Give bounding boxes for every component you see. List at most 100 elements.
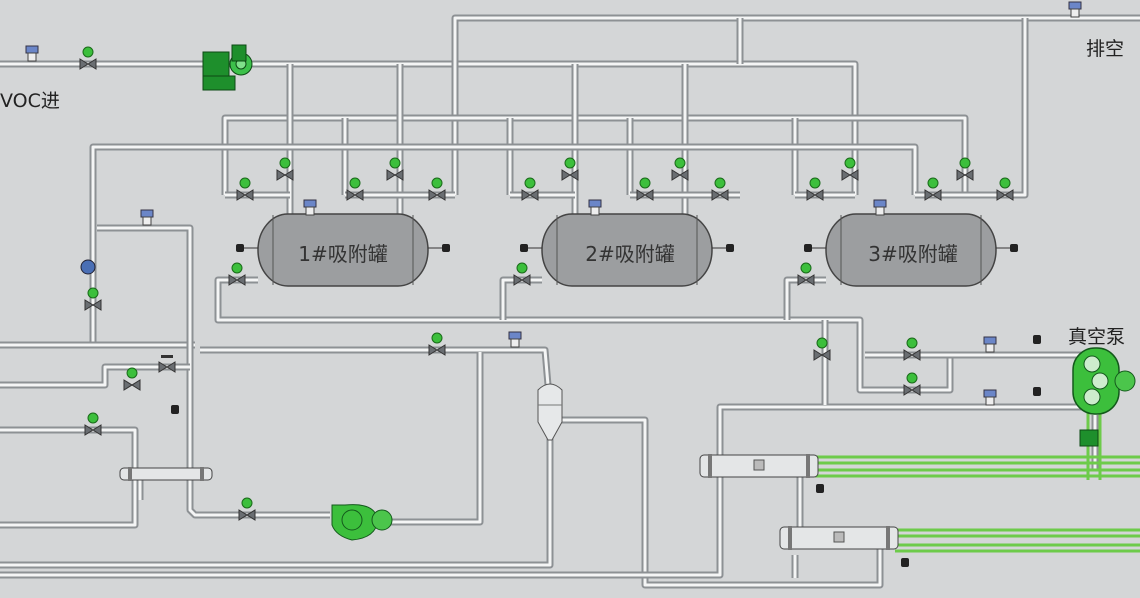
valve[interactable]	[428, 177, 446, 201]
pipe-highlight	[453, 16, 1140, 195]
pressure-transmitter	[588, 199, 602, 216]
valve-status-indicator	[674, 157, 686, 169]
valve[interactable]	[671, 157, 689, 181]
rotor-lobe	[1083, 355, 1101, 373]
pipe-segment	[783, 276, 826, 320]
pipe-segment	[390, 352, 484, 526]
motor-body	[202, 51, 230, 77]
temperature-sensor	[816, 484, 824, 493]
valve-body-icon	[841, 169, 859, 181]
valve[interactable]	[806, 177, 824, 201]
valve[interactable]	[513, 262, 531, 286]
valve-body-icon	[123, 379, 141, 391]
separator-body	[537, 383, 563, 441]
valve[interactable]	[521, 177, 539, 201]
transmitter-head-icon	[983, 336, 997, 345]
tank-2-label: 2#吸附罐	[585, 242, 675, 266]
valve[interactable]	[238, 497, 256, 521]
vent-label: 排空	[1086, 38, 1125, 60]
transmitter-body	[590, 206, 600, 216]
pipe-highlight	[560, 418, 882, 587]
valve[interactable]	[996, 177, 1014, 201]
pipe-segment	[499, 276, 542, 320]
transmitter-body	[985, 343, 995, 353]
valve[interactable]	[276, 157, 294, 181]
motor-fan-cover	[231, 44, 247, 62]
valve[interactable]	[84, 412, 102, 436]
heat-exchanger-1[interactable]	[119, 467, 213, 481]
temperature-sensor-icon	[1010, 244, 1018, 252]
vacuum-pump-label: 真空泵	[1068, 326, 1126, 348]
valve-body-icon	[238, 509, 256, 521]
transmitter-body	[142, 216, 152, 226]
exchanger-flange	[128, 467, 132, 481]
valve-status-indicator	[431, 332, 443, 344]
heat-exchanger-3[interactable]	[779, 526, 899, 550]
transmitter-head-icon	[873, 199, 887, 208]
pressure-transmitter	[983, 336, 997, 353]
adsorption-tank-3[interactable]	[804, 213, 1018, 287]
transmitter-head-icon	[983, 389, 997, 398]
exchanger-flange	[886, 526, 890, 550]
valve[interactable]	[797, 262, 815, 286]
pipe-outline	[0, 426, 139, 529]
valve-body-icon	[903, 384, 921, 396]
valve[interactable]	[228, 262, 246, 286]
valve-body-icon	[386, 169, 404, 181]
valve[interactable]	[79, 46, 97, 70]
voc-inlet-fan[interactable]	[202, 44, 253, 91]
adsorption-tank-2[interactable]	[520, 213, 734, 287]
valve[interactable]	[84, 287, 102, 311]
valve-body-icon	[711, 189, 729, 201]
valve[interactable]	[813, 337, 831, 361]
transmitter-body	[305, 206, 315, 216]
valve-body-icon	[521, 189, 539, 201]
pressure-transmitter	[140, 209, 154, 226]
valve-status-indicator	[87, 412, 99, 424]
pipe-segment	[560, 416, 884, 589]
valve-body-icon	[996, 189, 1014, 201]
separator-vessel[interactable]	[537, 383, 563, 441]
pipe-highlight	[718, 405, 1090, 455]
pipe-segment	[0, 363, 190, 389]
pipe-outline	[716, 403, 1090, 455]
temperature-sensor-icon	[804, 244, 812, 252]
valve-body-icon	[956, 169, 974, 181]
heat-exchanger-2[interactable]	[699, 454, 819, 478]
valve[interactable]	[711, 177, 729, 201]
pipe-network	[0, 14, 1140, 589]
temperature-sensor-icon	[901, 558, 909, 567]
valve[interactable]	[386, 157, 404, 181]
valve[interactable]	[158, 355, 176, 373]
valve[interactable]	[236, 177, 254, 201]
valve-body-icon	[428, 189, 446, 201]
valve[interactable]	[841, 157, 859, 181]
pipe-outline	[499, 276, 542, 320]
valve[interactable]	[636, 177, 654, 201]
pipe-segment	[221, 114, 969, 195]
valve[interactable]	[903, 337, 921, 361]
exchanger-flange	[200, 467, 204, 481]
pipe-highlight	[0, 435, 552, 567]
valve-status-indicator	[126, 367, 138, 379]
valve-status-indicator	[906, 337, 918, 349]
pipe-segment	[200, 346, 552, 386]
valve[interactable]	[428, 332, 446, 356]
valve-status-indicator	[959, 157, 971, 169]
vacuum-pump[interactable]	[1072, 347, 1136, 447]
tank-body	[541, 213, 713, 287]
valve[interactable]	[123, 367, 141, 391]
valve[interactable]	[924, 177, 942, 201]
valve-status-indicator	[389, 157, 401, 169]
valve[interactable]	[561, 157, 579, 181]
blower[interactable]	[331, 504, 393, 541]
pipe-segment	[451, 14, 1140, 195]
voc-inlet-label: VOC进	[0, 90, 60, 112]
valve[interactable]	[346, 177, 364, 201]
valve-status-indicator	[239, 177, 251, 189]
valve-body-icon	[903, 349, 921, 361]
adsorption-tank-1[interactable]	[236, 213, 450, 287]
valve-body-icon	[84, 299, 102, 311]
valve[interactable]	[903, 372, 921, 396]
valve[interactable]	[956, 157, 974, 181]
